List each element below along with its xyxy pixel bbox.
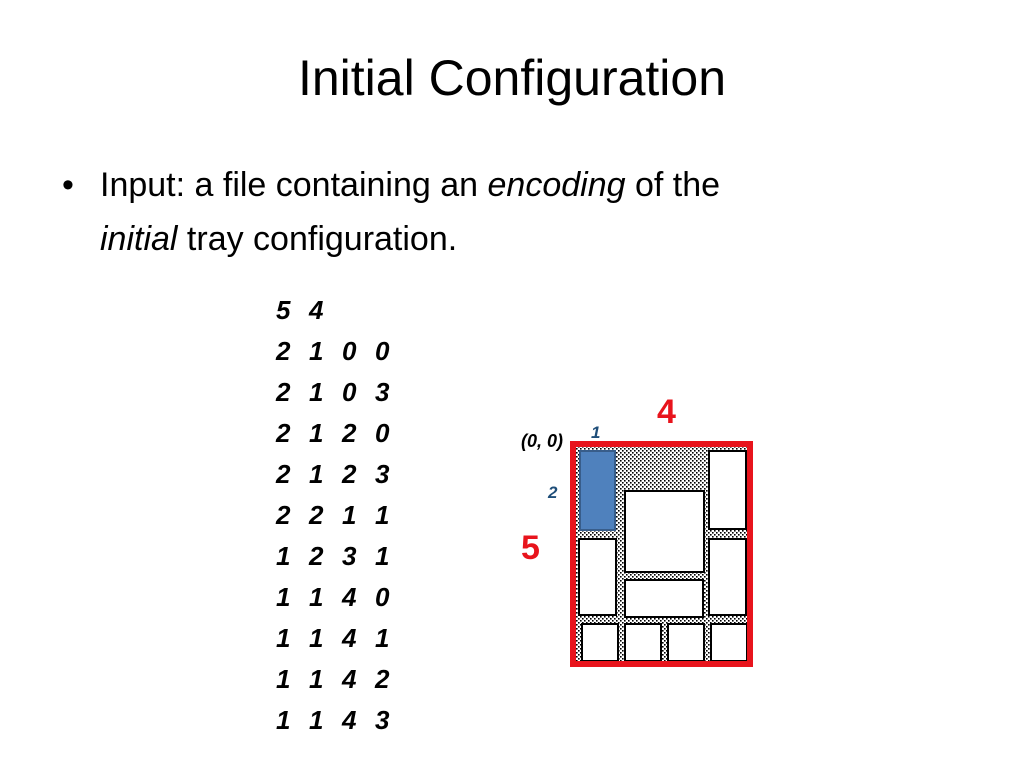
encoding-value: 2 (276, 336, 291, 366)
block-center-large (624, 490, 705, 573)
encoding-value: 1 (309, 459, 324, 489)
encoding-value: 1 (309, 418, 324, 448)
bullet-emphasis-encoding: encoding (487, 166, 626, 204)
block-bottom-2 (624, 623, 662, 662)
block-width-label: 1 (591, 423, 600, 442)
encoding-value: 3 (375, 459, 390, 489)
bullet-emphasis-initial: initial (100, 220, 178, 258)
encoding-value: 1 (375, 500, 390, 530)
encoding-value: 1 (276, 664, 291, 694)
block-left-middle (578, 538, 617, 616)
block-height-label: 2 (547, 483, 558, 502)
encoding-value: 4 (342, 705, 357, 735)
encoding-value: 0 (375, 418, 390, 448)
block-bottom-1 (581, 623, 619, 662)
bullet-dot: • (62, 166, 74, 204)
bullet-item: Input: a file containing an encoding of … (100, 158, 940, 266)
encoding-value: 4 (342, 664, 357, 694)
block-right-top (708, 450, 747, 530)
encoding-value: 2 (342, 459, 357, 489)
encoding-value: 1 (309, 705, 324, 735)
encoding-value: 0 (375, 336, 390, 366)
encoding-value: 1 (309, 582, 324, 612)
encoding-value: 4 (309, 295, 324, 325)
encoding-value: 2 (276, 459, 291, 489)
encoding-value: 1 (309, 623, 324, 653)
tray-border (570, 441, 753, 667)
encoding-value: 2 (276, 418, 291, 448)
encoding-value: 3 (342, 541, 357, 571)
block-highlighted (579, 450, 616, 531)
encoding-value: 1 (276, 623, 291, 653)
encoding-value: 1 (276, 705, 291, 735)
encoding-value: 4 (342, 623, 357, 653)
encoding-value: 1 (375, 541, 390, 571)
encoding-value: 4 (342, 582, 357, 612)
bullet-text-prefix: Input: a file containing an (100, 166, 488, 204)
encoding-value: 3 (375, 377, 390, 407)
encoding-value: 2 (276, 500, 291, 530)
slide-title: Initial Configuration (297, 50, 727, 106)
encoding-value: 2 (276, 377, 291, 407)
encoding-value: 1 (309, 664, 324, 694)
encoding-value: 1 (309, 377, 324, 407)
encoding-value: 1 (309, 336, 324, 366)
encoding-value: 1 (276, 582, 291, 612)
encoding-value: 1 (342, 500, 357, 530)
encoding-value: 2 (375, 664, 390, 694)
origin-label: (0, 0) (521, 431, 563, 451)
block-bottom-4 (710, 623, 748, 662)
block-bottom-3 (667, 623, 705, 662)
encoding-value: 1 (375, 623, 390, 653)
tray-width-label: 4 (657, 393, 676, 431)
encoding-value: 5 (276, 295, 291, 325)
block-right-middle (708, 538, 747, 616)
tray-height-label: 5 (521, 529, 540, 567)
encoding-value: 0 (342, 336, 357, 366)
block-center-wide (624, 579, 704, 618)
bullet-text-middle: of the (625, 166, 721, 204)
encoding-value: 2 (309, 500, 324, 530)
bullet-text-suffix: tray configuration. (177, 220, 458, 258)
encoding-value: 2 (309, 541, 324, 571)
encoding-value: 0 (342, 377, 357, 407)
encoding-value: 2 (342, 418, 357, 448)
encoding-value: 1 (276, 541, 291, 571)
encoding-value: 3 (375, 705, 390, 735)
encoding-value: 0 (375, 582, 390, 612)
